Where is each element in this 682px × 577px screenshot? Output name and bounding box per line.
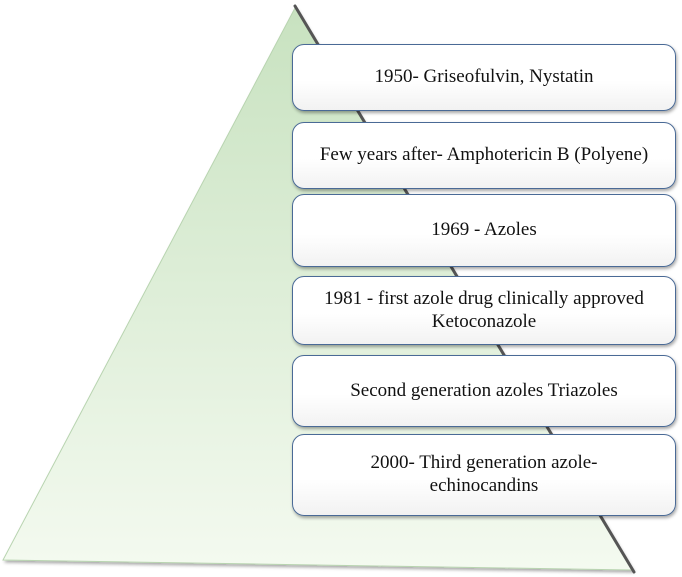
timeline-box-text: Few years after- Amphotericin B (Polyene… <box>319 144 649 166</box>
timeline-box-1969: 1969 - Azoles <box>292 194 676 267</box>
timeline-box-text: 1969 - Azoles <box>431 219 537 241</box>
timeline-box-text: Second generation azoles Triazoles <box>350 379 618 401</box>
timeline-box-1981: 1981 - first azole drug clinically appro… <box>292 276 676 345</box>
timeline-box-2000: 2000- Third generation azole- echinocand… <box>292 434 676 516</box>
timeline-box-text: 1950- Griseofulvin, Nystatin <box>374 66 594 88</box>
timeline-box-second-generation: Second generation azoles Triazoles <box>292 355 676 427</box>
timeline-box-text: 1981 - first azole drug clinically appro… <box>324 287 644 332</box>
timeline-box-1950: 1950- Griseofulvin, Nystatin <box>292 44 676 111</box>
timeline-box-amphotericin: Few years after- Amphotericin B (Polyene… <box>292 122 676 189</box>
timeline-box-text: 2000- Third generation azole- echinocand… <box>370 452 598 496</box>
